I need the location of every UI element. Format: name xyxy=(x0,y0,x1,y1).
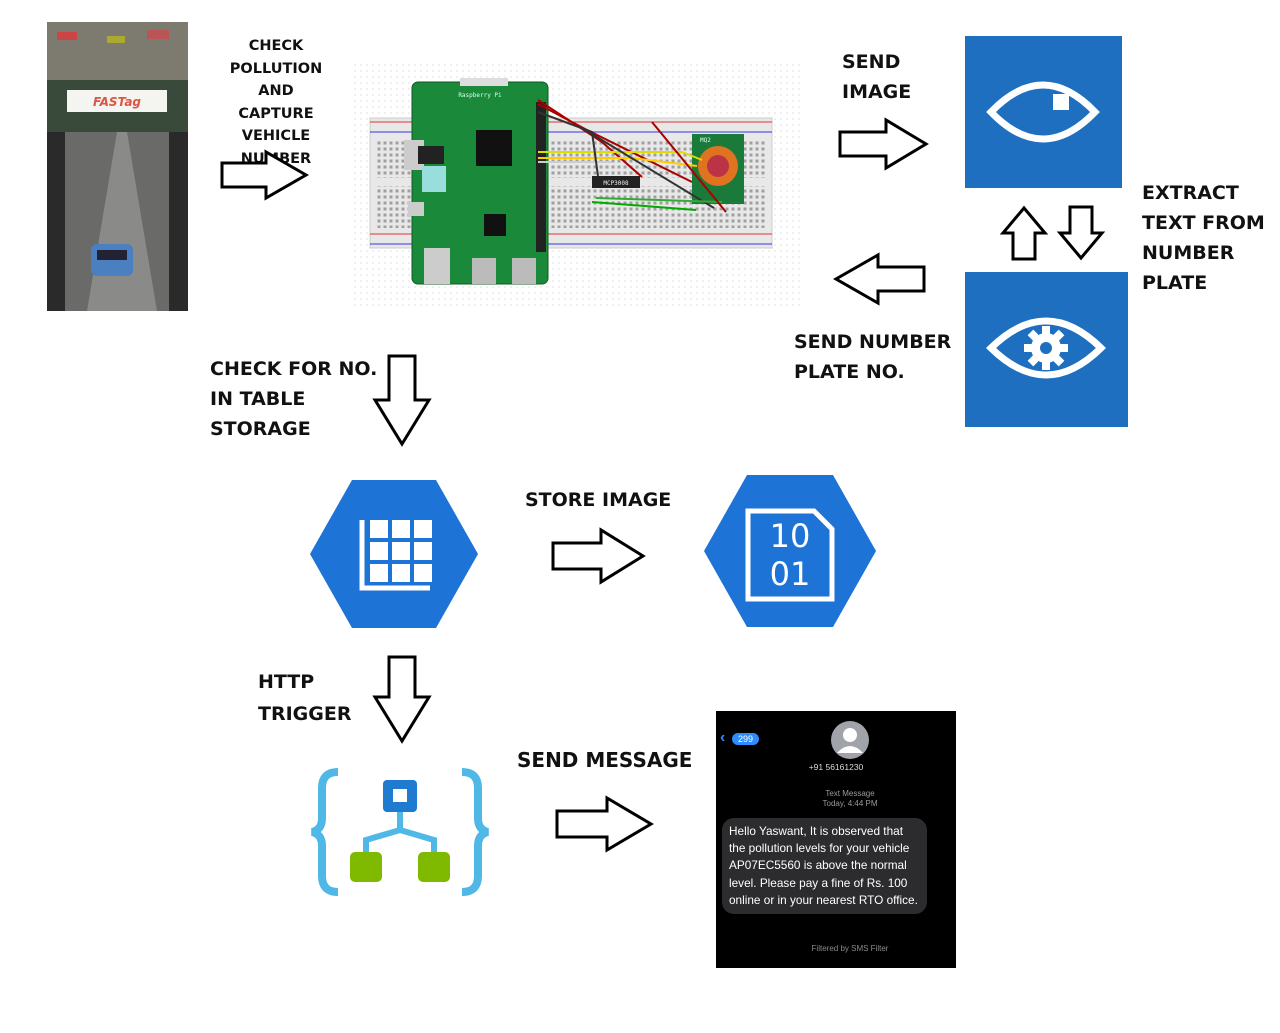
contact-number[interactable]: +91 56161230 xyxy=(808,762,864,772)
contact-avatar[interactable] xyxy=(831,721,869,759)
sms-screenshot: ‹ 299 +91 56161230 Text Message Today, 4… xyxy=(716,711,956,968)
fastag-sign: FASTag xyxy=(93,95,141,109)
mq2-label: MQ2 xyxy=(700,137,711,144)
computer-vision-icon xyxy=(965,36,1122,188)
send-image-label: SEND IMAGE xyxy=(842,51,912,103)
table-storage-icon xyxy=(310,480,478,628)
mcp-chip-label: MCP3008 xyxy=(603,180,629,187)
blob-storage-icon: 10 01 xyxy=(704,475,876,627)
arrow-left-send-plate xyxy=(832,252,926,306)
arrow-right-store-image xyxy=(551,527,646,585)
arrow-down-extract xyxy=(1056,205,1106,261)
store-image-label: STORE IMAGE xyxy=(525,489,672,511)
message-header-time: Today, 4:44 PM xyxy=(822,799,878,808)
check-pollution-label: CHECK POLLUTION AND CAPTURE VEHICLE NUMB… xyxy=(229,38,323,167)
arrow-down-http-trigger xyxy=(372,655,432,744)
back-chevron-icon[interactable]: ‹ xyxy=(720,729,726,746)
arrow-right-send-image xyxy=(838,117,929,171)
pi-board-label: Raspberry Pi xyxy=(458,92,502,99)
ocr-service-icon xyxy=(965,272,1128,427)
unread-badge: 299 xyxy=(732,733,760,745)
toll-plaza-photo: FASTag xyxy=(47,22,188,311)
arrow-down-check-table xyxy=(372,354,432,447)
blob-binary-line2: 01 xyxy=(770,555,811,593)
send-message-label: SEND MESSAGE xyxy=(517,748,693,772)
http-trigger-label: HTTP TRIGGER xyxy=(258,671,352,725)
extract-text-label: EXTRACT TEXT FROM NUMBER PLATE xyxy=(1142,182,1265,294)
arrow-up-extract xyxy=(999,205,1049,261)
arrow-right-capture xyxy=(220,149,310,201)
gear-icon xyxy=(1024,326,1068,370)
raspberry-pi-circuit: Raspberry Pi MCP3008 MQ2 xyxy=(352,62,800,306)
blob-binary-line1: 10 xyxy=(770,517,811,555)
check-table-label: CHECK FOR NO. IN TABLE STORAGE xyxy=(210,358,378,440)
send-number-plate-label: SEND NUMBER PLATE NO. xyxy=(794,331,952,383)
logic-app-icon xyxy=(310,768,490,896)
sms-filter-footer: Filtered by SMS Filter xyxy=(811,944,889,953)
message-bubble[interactable]: Hello Yaswant, It is observed that the p… xyxy=(722,818,927,915)
arrow-right-send-message xyxy=(555,795,654,853)
message-header-type: Text Message xyxy=(825,789,875,798)
